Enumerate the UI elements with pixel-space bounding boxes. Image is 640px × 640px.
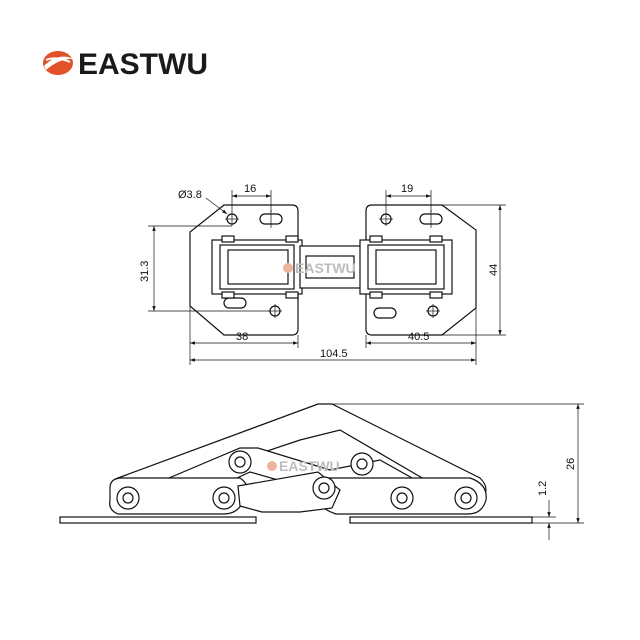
dim-right-slot-spacing: 19: [401, 183, 413, 195]
brand-logo: EASTWU: [43, 48, 208, 81]
dim-right-width: 40.5: [408, 331, 429, 343]
dim-left-height: 31.3: [139, 261, 151, 282]
dim-left-slot-spacing: 16: [244, 183, 256, 195]
dim-overall-width: 104.5: [320, 348, 348, 360]
eastwu-logo-icon: [43, 51, 74, 75]
brand-name: EASTWU: [78, 48, 208, 81]
dim-plate-thickness: 1.2: [537, 481, 549, 496]
watermark-side: EASTWU: [267, 458, 340, 474]
left-base-plate: [59, 516, 257, 524]
hinge-mechanism-top: [211, 235, 453, 299]
dim-hole-diameter: Ø3.8: [178, 189, 202, 201]
watermark-text: EASTWU: [295, 260, 356, 276]
left-plate-holes: [223, 210, 283, 318]
dim-left-width: 38: [236, 331, 248, 343]
watermark-text: EASTWU: [279, 458, 340, 474]
dim-overall-height: 44: [488, 264, 500, 276]
left-mount-plate: [189, 204, 299, 336]
right-base-plate: [349, 516, 533, 524]
top-view: EASTWU Ø3.8 16 19 31.3 44 38 4: [139, 183, 506, 365]
pivot-pins: [116, 450, 478, 510]
right-plate-holes: [373, 210, 443, 319]
side-view: EASTWU 1.2 26: [59, 403, 584, 540]
right-mount-plate: [365, 204, 477, 336]
watermark-top: EASTWU: [283, 260, 356, 276]
dim-side-overall-height: 26: [565, 458, 577, 470]
